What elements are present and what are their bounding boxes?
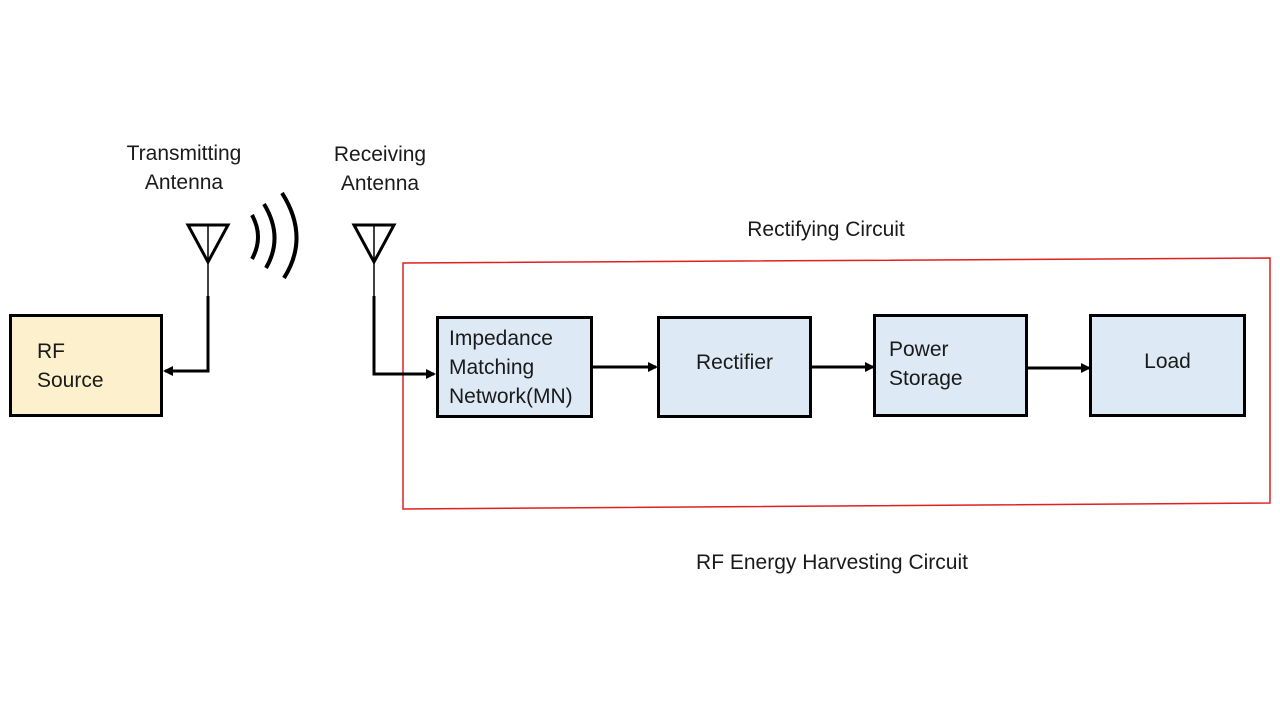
transmitting-antenna-label: Transmitting Antenna <box>114 139 254 197</box>
transmitting-antenna-label-line1: Transmitting <box>126 142 242 165</box>
load-block: Load <box>1089 314 1246 417</box>
rectifying-circuit-label: Rectifying Circuit <box>747 218 905 241</box>
matching-label-line3: Network(MN) <box>449 384 573 408</box>
matching-label-line2: Matching <box>449 355 535 379</box>
rectifying-circuit-outline <box>402 257 1271 510</box>
transmitting-antenna-label-line2: Antenna <box>144 171 224 194</box>
rf-source-label-line2: Source <box>37 368 104 392</box>
power-storage-label-line2: Storage <box>889 366 963 390</box>
rx-feed-arrow <box>372 296 436 379</box>
receiving-antenna-icon <box>351 223 397 296</box>
receiving-antenna-label-line1: Receiving <box>333 143 427 166</box>
rf-source-label-line1: RF <box>37 339 65 363</box>
rf-source-block: RF Source <box>9 314 163 417</box>
matching-label-line1: Impedance <box>449 326 553 350</box>
receiving-antenna-label-line2: Antenna <box>340 172 420 195</box>
transmitting-antenna-icon <box>185 223 231 296</box>
rf-energy-harvesting-circuit-label: RF Energy Harvesting Circuit <box>696 551 968 574</box>
tx-feed-arrow <box>163 296 210 376</box>
power-storage-block: Power Storage <box>873 314 1028 417</box>
wireless-waves-icon <box>250 191 299 280</box>
load-label: Load <box>1144 349 1191 373</box>
rectifier-label: Rectifier <box>695 351 774 374</box>
impedance-matching-network-block: Impedance Matching Network(MN) <box>436 316 593 418</box>
rectifier-block: Rectifier <box>657 316 812 418</box>
power-storage-label-line1: Power <box>889 337 949 361</box>
receiving-antenna-label: Receiving Antenna <box>315 140 445 198</box>
